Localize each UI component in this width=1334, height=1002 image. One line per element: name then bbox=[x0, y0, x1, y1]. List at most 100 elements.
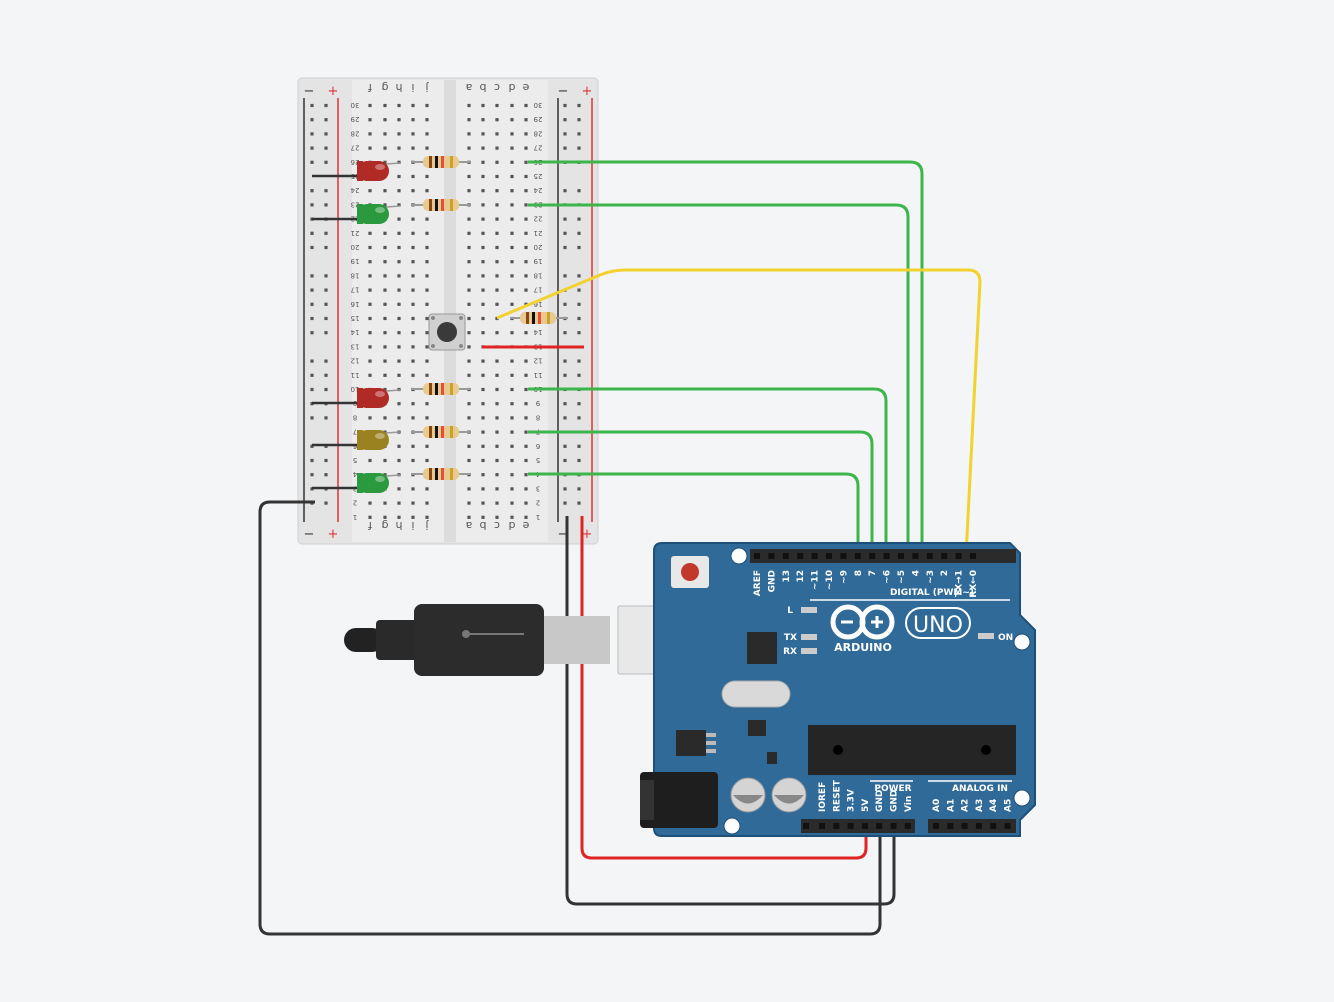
breadboard-hole[interactable] bbox=[383, 387, 387, 392]
breadboard-hole[interactable] bbox=[383, 416, 387, 420]
rail-hole[interactable] bbox=[310, 118, 314, 122]
analog-pin-socket[interactable] bbox=[975, 823, 982, 829]
breadboard-hole[interactable] bbox=[425, 174, 429, 179]
breadboard-hole[interactable] bbox=[368, 274, 372, 278]
reset-button[interactable] bbox=[681, 563, 699, 581]
black-wire-gnd-right-rail[interactable] bbox=[565, 516, 896, 906]
rail-hole[interactable] bbox=[563, 402, 567, 406]
rail-hole[interactable] bbox=[563, 444, 567, 448]
breadboard-hole[interactable] bbox=[425, 416, 429, 420]
rail-hole[interactable] bbox=[324, 203, 328, 207]
breadboard-hole[interactable] bbox=[495, 118, 499, 122]
analog-pin-socket[interactable] bbox=[1004, 823, 1011, 829]
digital-pin-socket[interactable] bbox=[754, 553, 760, 559]
rail-hole[interactable] bbox=[324, 444, 328, 448]
breadboard-hole[interactable] bbox=[495, 430, 499, 434]
rail-hole[interactable] bbox=[324, 118, 328, 122]
breadboard-hole[interactable] bbox=[524, 217, 528, 221]
breadboard-hole[interactable] bbox=[425, 373, 429, 377]
breadboard-hole[interactable] bbox=[397, 160, 401, 164]
breadboard-hole[interactable] bbox=[467, 501, 471, 505]
breadboard-hole[interactable] bbox=[368, 331, 372, 335]
breadboard-hole[interactable] bbox=[524, 160, 528, 164]
breadboard-hole[interactable] bbox=[411, 245, 415, 250]
breadboard-hole[interactable] bbox=[425, 302, 429, 306]
breadboard-hole[interactable] bbox=[510, 458, 514, 463]
breadboard-hole[interactable] bbox=[481, 103, 485, 108]
breadboard-hole[interactable] bbox=[481, 487, 485, 491]
breadboard-hole[interactable] bbox=[524, 274, 528, 278]
breadboard-hole[interactable] bbox=[397, 359, 401, 363]
rail-hole[interactable] bbox=[577, 132, 581, 136]
breadboard-hole[interactable] bbox=[481, 444, 485, 448]
breadboard-hole[interactable] bbox=[368, 118, 372, 122]
rail-hole[interactable] bbox=[310, 231, 314, 235]
breadboard-hole[interactable] bbox=[411, 515, 415, 519]
breadboard-hole[interactable] bbox=[510, 231, 514, 235]
breadboard-hole[interactable] bbox=[411, 402, 415, 406]
rail-hole[interactable] bbox=[577, 274, 581, 278]
rail-hole[interactable] bbox=[577, 189, 581, 193]
rail-hole[interactable] bbox=[310, 416, 314, 420]
breadboard-hole[interactable] bbox=[411, 359, 415, 363]
green-wire-pin9[interactable] bbox=[528, 430, 874, 556]
rail-hole[interactable] bbox=[310, 302, 314, 306]
breadboard-hole[interactable] bbox=[425, 345, 429, 349]
breadboard-hole[interactable] bbox=[411, 444, 415, 448]
rail-hole[interactable] bbox=[563, 458, 567, 463]
analog-pin-socket[interactable] bbox=[947, 823, 954, 829]
breadboard-hole[interactable] bbox=[495, 373, 499, 377]
rail-hole[interactable] bbox=[577, 288, 581, 292]
breadboard-hole[interactable] bbox=[510, 189, 514, 193]
breadboard-hole[interactable] bbox=[425, 103, 429, 108]
led-yellow[interactable] bbox=[357, 430, 389, 450]
breadboard-hole[interactable] bbox=[495, 302, 499, 306]
rail-hole[interactable] bbox=[324, 458, 328, 463]
breadboard-hole[interactable] bbox=[510, 359, 514, 363]
rail-hole[interactable] bbox=[563, 189, 567, 193]
breadboard-hole[interactable] bbox=[524, 103, 528, 108]
breadboard-hole[interactable] bbox=[495, 473, 499, 477]
breadboard-hole[interactable] bbox=[425, 316, 429, 321]
breadboard-hole[interactable] bbox=[411, 118, 415, 122]
rail-hole[interactable] bbox=[310, 444, 314, 448]
digital-pin-socket[interactable] bbox=[797, 553, 804, 559]
rail-hole[interactable] bbox=[310, 132, 314, 136]
breadboard-hole[interactable] bbox=[481, 174, 485, 179]
breadboard-hole[interactable] bbox=[397, 487, 401, 491]
analog-header[interactable] bbox=[928, 819, 1016, 833]
led-body[interactable] bbox=[357, 204, 389, 224]
breadboard-hole[interactable] bbox=[467, 302, 471, 306]
breadboard-hole[interactable] bbox=[425, 359, 429, 363]
breadboard-hole[interactable] bbox=[425, 118, 429, 122]
rail-hole[interactable] bbox=[324, 103, 328, 108]
rail-hole[interactable] bbox=[563, 103, 567, 108]
breadboard-hole[interactable] bbox=[383, 331, 387, 335]
rail-hole[interactable] bbox=[310, 160, 314, 164]
breadboard-hole[interactable] bbox=[368, 501, 372, 505]
breadboard-hole[interactable] bbox=[524, 430, 528, 434]
rail-hole[interactable] bbox=[324, 160, 328, 164]
digital-pin-socket[interactable] bbox=[970, 553, 976, 559]
breadboard-hole[interactable] bbox=[524, 359, 528, 363]
breadboard-hole[interactable] bbox=[510, 288, 514, 292]
rail-hole[interactable] bbox=[324, 331, 328, 335]
breadboard-hole[interactable] bbox=[495, 189, 499, 193]
breadboard-hole[interactable] bbox=[383, 515, 387, 519]
breadboard-hole[interactable] bbox=[467, 174, 471, 179]
power-pin-socket[interactable] bbox=[904, 823, 911, 829]
breadboard-hole[interactable] bbox=[495, 146, 499, 150]
rail-hole[interactable] bbox=[563, 132, 567, 136]
breadboard-hole[interactable] bbox=[495, 260, 499, 264]
digital-pin-socket[interactable] bbox=[912, 553, 919, 559]
power-pin-socket[interactable] bbox=[819, 823, 825, 829]
rail-hole[interactable] bbox=[577, 458, 581, 463]
breadboard-hole[interactable] bbox=[467, 132, 471, 136]
breadboard-hole[interactable] bbox=[397, 146, 401, 150]
breadboard-hole[interactable] bbox=[524, 501, 528, 505]
led-body[interactable] bbox=[357, 430, 389, 450]
usb-plug-body[interactable] bbox=[414, 604, 544, 676]
rail-hole[interactable] bbox=[310, 103, 314, 108]
green-wire-pin6[interactable] bbox=[528, 160, 924, 556]
breadboard-hole[interactable] bbox=[481, 331, 485, 335]
